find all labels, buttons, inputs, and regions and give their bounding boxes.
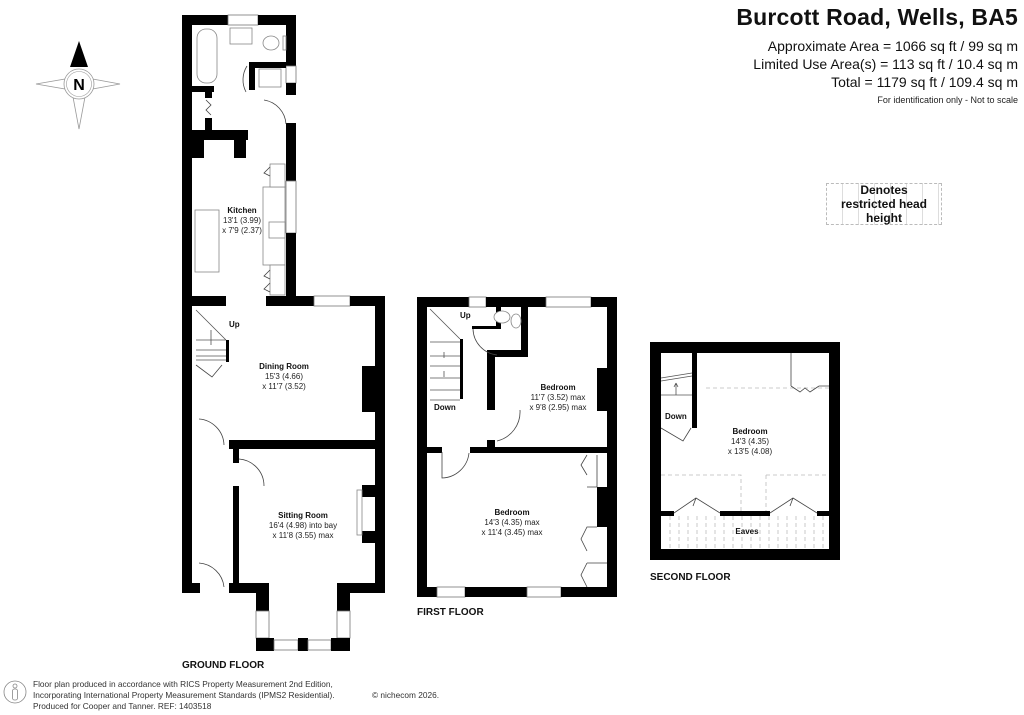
ground-floor-label: GROUND FLOOR xyxy=(182,660,265,671)
compass-north-icon: N xyxy=(35,41,121,130)
kitchen-dim-2: x 7'9 (2.37) xyxy=(222,226,262,235)
eaves-name: Eaves xyxy=(735,527,759,536)
ground-stairs-up-label: Up xyxy=(229,320,240,329)
second-bedroom-name: Bedroom xyxy=(732,427,767,436)
second-floor-plan: Down Bedroom 14'3 (4.35) x 13'5 (4.08) E… xyxy=(650,342,840,583)
footer-line-1: Floor plan produced in accordance with R… xyxy=(33,679,333,689)
footer-line-2: Incorporating International Property Mea… xyxy=(33,690,335,700)
bedroom-front-dim-2: x 11'4 (3.45) max xyxy=(482,528,543,537)
total-area: Total = 1179 sq ft / 109.4 sq m xyxy=(831,74,1018,90)
first-floor-label: FIRST FLOOR xyxy=(417,607,484,618)
limited-use-area: Limited Use Area(s) = 113 sq ft / 10.4 s… xyxy=(753,56,1018,72)
second-stairs-down-label: Down xyxy=(665,412,687,421)
compass-letter: N xyxy=(73,77,85,94)
footer-notes: Floor plan produced in accordance with R… xyxy=(33,679,335,712)
sitting-room-dim-1: 16'4 (4.98) into bay xyxy=(269,521,337,530)
restricted-head-height-legend: Denotes restricted head height xyxy=(826,183,942,225)
first-stairs-down-label: Down xyxy=(434,403,456,412)
dining-room-dim-2: x 11'7 (3.52) xyxy=(262,382,306,391)
scale-disclaimer: For identification only - Not to scale xyxy=(877,95,1018,105)
bedroom-rear-name: Bedroom xyxy=(540,383,575,392)
dining-room-dim-1: 15'3 (4.66) xyxy=(265,372,303,381)
property-title: Burcott Road, Wells, BA5 xyxy=(736,4,1018,30)
kitchen-dim-1: 13'1 (3.99) xyxy=(223,216,261,225)
second-bedroom-dim-1: 14'3 (4.35) xyxy=(731,437,769,446)
ground-floor-plan: Kitchen 13'1 (3.99) x 7'9 (2.37) Up Dini… xyxy=(182,14,385,671)
first-stairs-up-label: Up xyxy=(460,311,471,320)
sitting-room-name: Sitting Room xyxy=(278,511,328,520)
kitchen-name: Kitchen xyxy=(227,206,256,215)
approximate-area: Approximate Area = 1066 sq ft / 99 sq m xyxy=(767,38,1018,54)
second-bedroom-dim-2: x 13'5 (4.08) xyxy=(728,447,773,456)
copyright: © nichecom 2026. xyxy=(372,690,439,700)
bedroom-front-dim-1: 14'3 (4.35) max xyxy=(484,518,539,527)
footer-line-3: Produced for Cooper and Tanner. REF: 140… xyxy=(33,701,212,711)
dining-room-name: Dining Room xyxy=(259,362,309,371)
second-floor-label: SECOND FLOOR xyxy=(650,572,731,583)
bedroom-rear-dim-2: x 9'8 (2.95) max xyxy=(529,403,586,412)
restricted-legend-text: Denotes restricted head height xyxy=(840,183,928,225)
first-floor-plan: Up Down Bedroom 11'7 (3.52) max x 9'8 (2… xyxy=(417,296,617,618)
bedroom-rear-dim-1: 11'7 (3.52) max xyxy=(531,393,586,402)
sitting-room-dim-2: x 11'8 (3.55) max xyxy=(273,531,334,540)
bedroom-front-name: Bedroom xyxy=(494,508,529,517)
person-icon xyxy=(3,680,27,704)
